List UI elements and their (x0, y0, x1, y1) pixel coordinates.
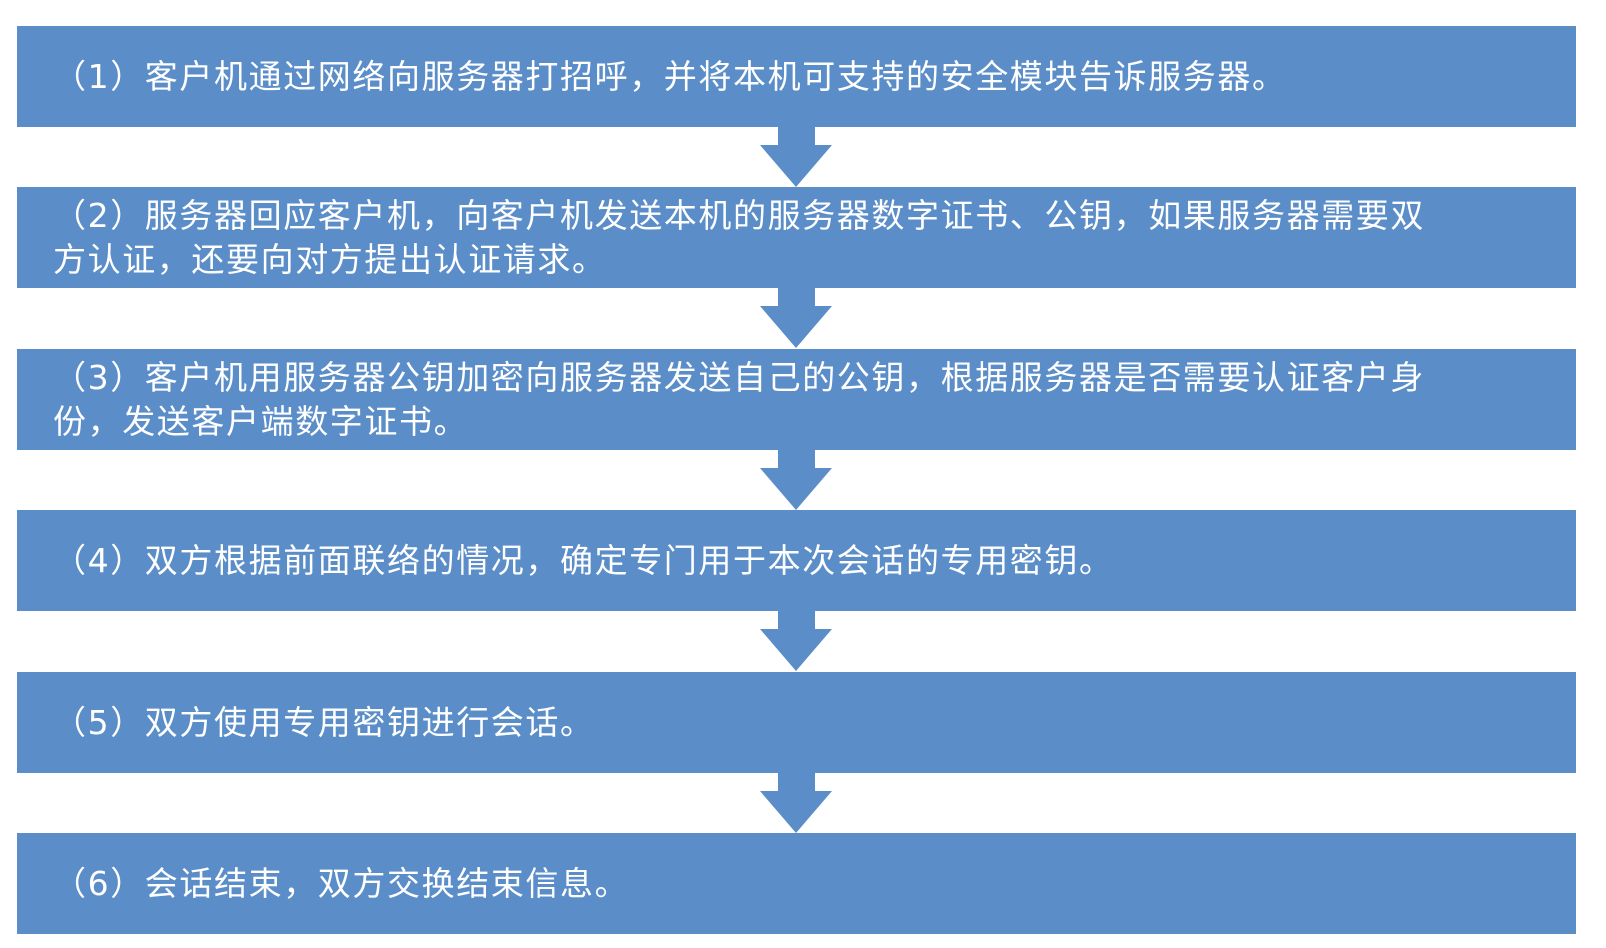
step-2-text-line-1: （2）服务器回应客户机，向客户机发送本机的服务器数字证书、公钥，如果服务器需要双 (53, 195, 1425, 235)
step-3-text-line-1: （3）客户机用服务器公钥加密向服务器发送自己的公钥，根据服务器是否需要认证客户身 (53, 357, 1425, 397)
step-4-text: （4）双方根据前面联络的情况，确定专门用于本次会话的专用密钥。 (53, 540, 1114, 580)
step-4-box: （4）双方根据前面联络的情况，确定专门用于本次会话的专用密钥。 (17, 510, 1576, 611)
step-2-box: （2）服务器回应客户机，向客户机发送本机的服务器数字证书、公钥，如果服务器需要双… (17, 187, 1576, 288)
arrow-down-icon (760, 611, 832, 671)
step-5-text: （5）双方使用专用密钥进行会话。 (53, 702, 595, 742)
arrow-down-icon (760, 450, 832, 510)
step-6-text: （6）会话结束，双方交换结束信息。 (53, 863, 630, 903)
step-3-box: （3）客户机用服务器公钥加密向服务器发送自己的公钥，根据服务器是否需要认证客户身… (17, 349, 1576, 450)
arrow-down-icon (760, 773, 832, 833)
step-5-box: （5）双方使用专用密钥进行会话。 (17, 672, 1576, 773)
arrow-down-icon (760, 288, 832, 348)
arrow-down-icon (760, 127, 832, 187)
step-1-box: （1）客户机通过网络向服务器打招呼，并将本机可支持的安全模块告诉服务器。 (17, 26, 1576, 127)
step-3-text-line-2: 份，发送客户端数字证书。 (53, 401, 469, 441)
step-2-text-line-2: 方认证，还要向对方提出认证请求。 (53, 239, 607, 279)
step-6-box: （6）会话结束，双方交换结束信息。 (17, 833, 1576, 934)
step-1-text: （1）客户机通过网络向服务器打招呼，并将本机可支持的安全模块告诉服务器。 (53, 56, 1287, 96)
